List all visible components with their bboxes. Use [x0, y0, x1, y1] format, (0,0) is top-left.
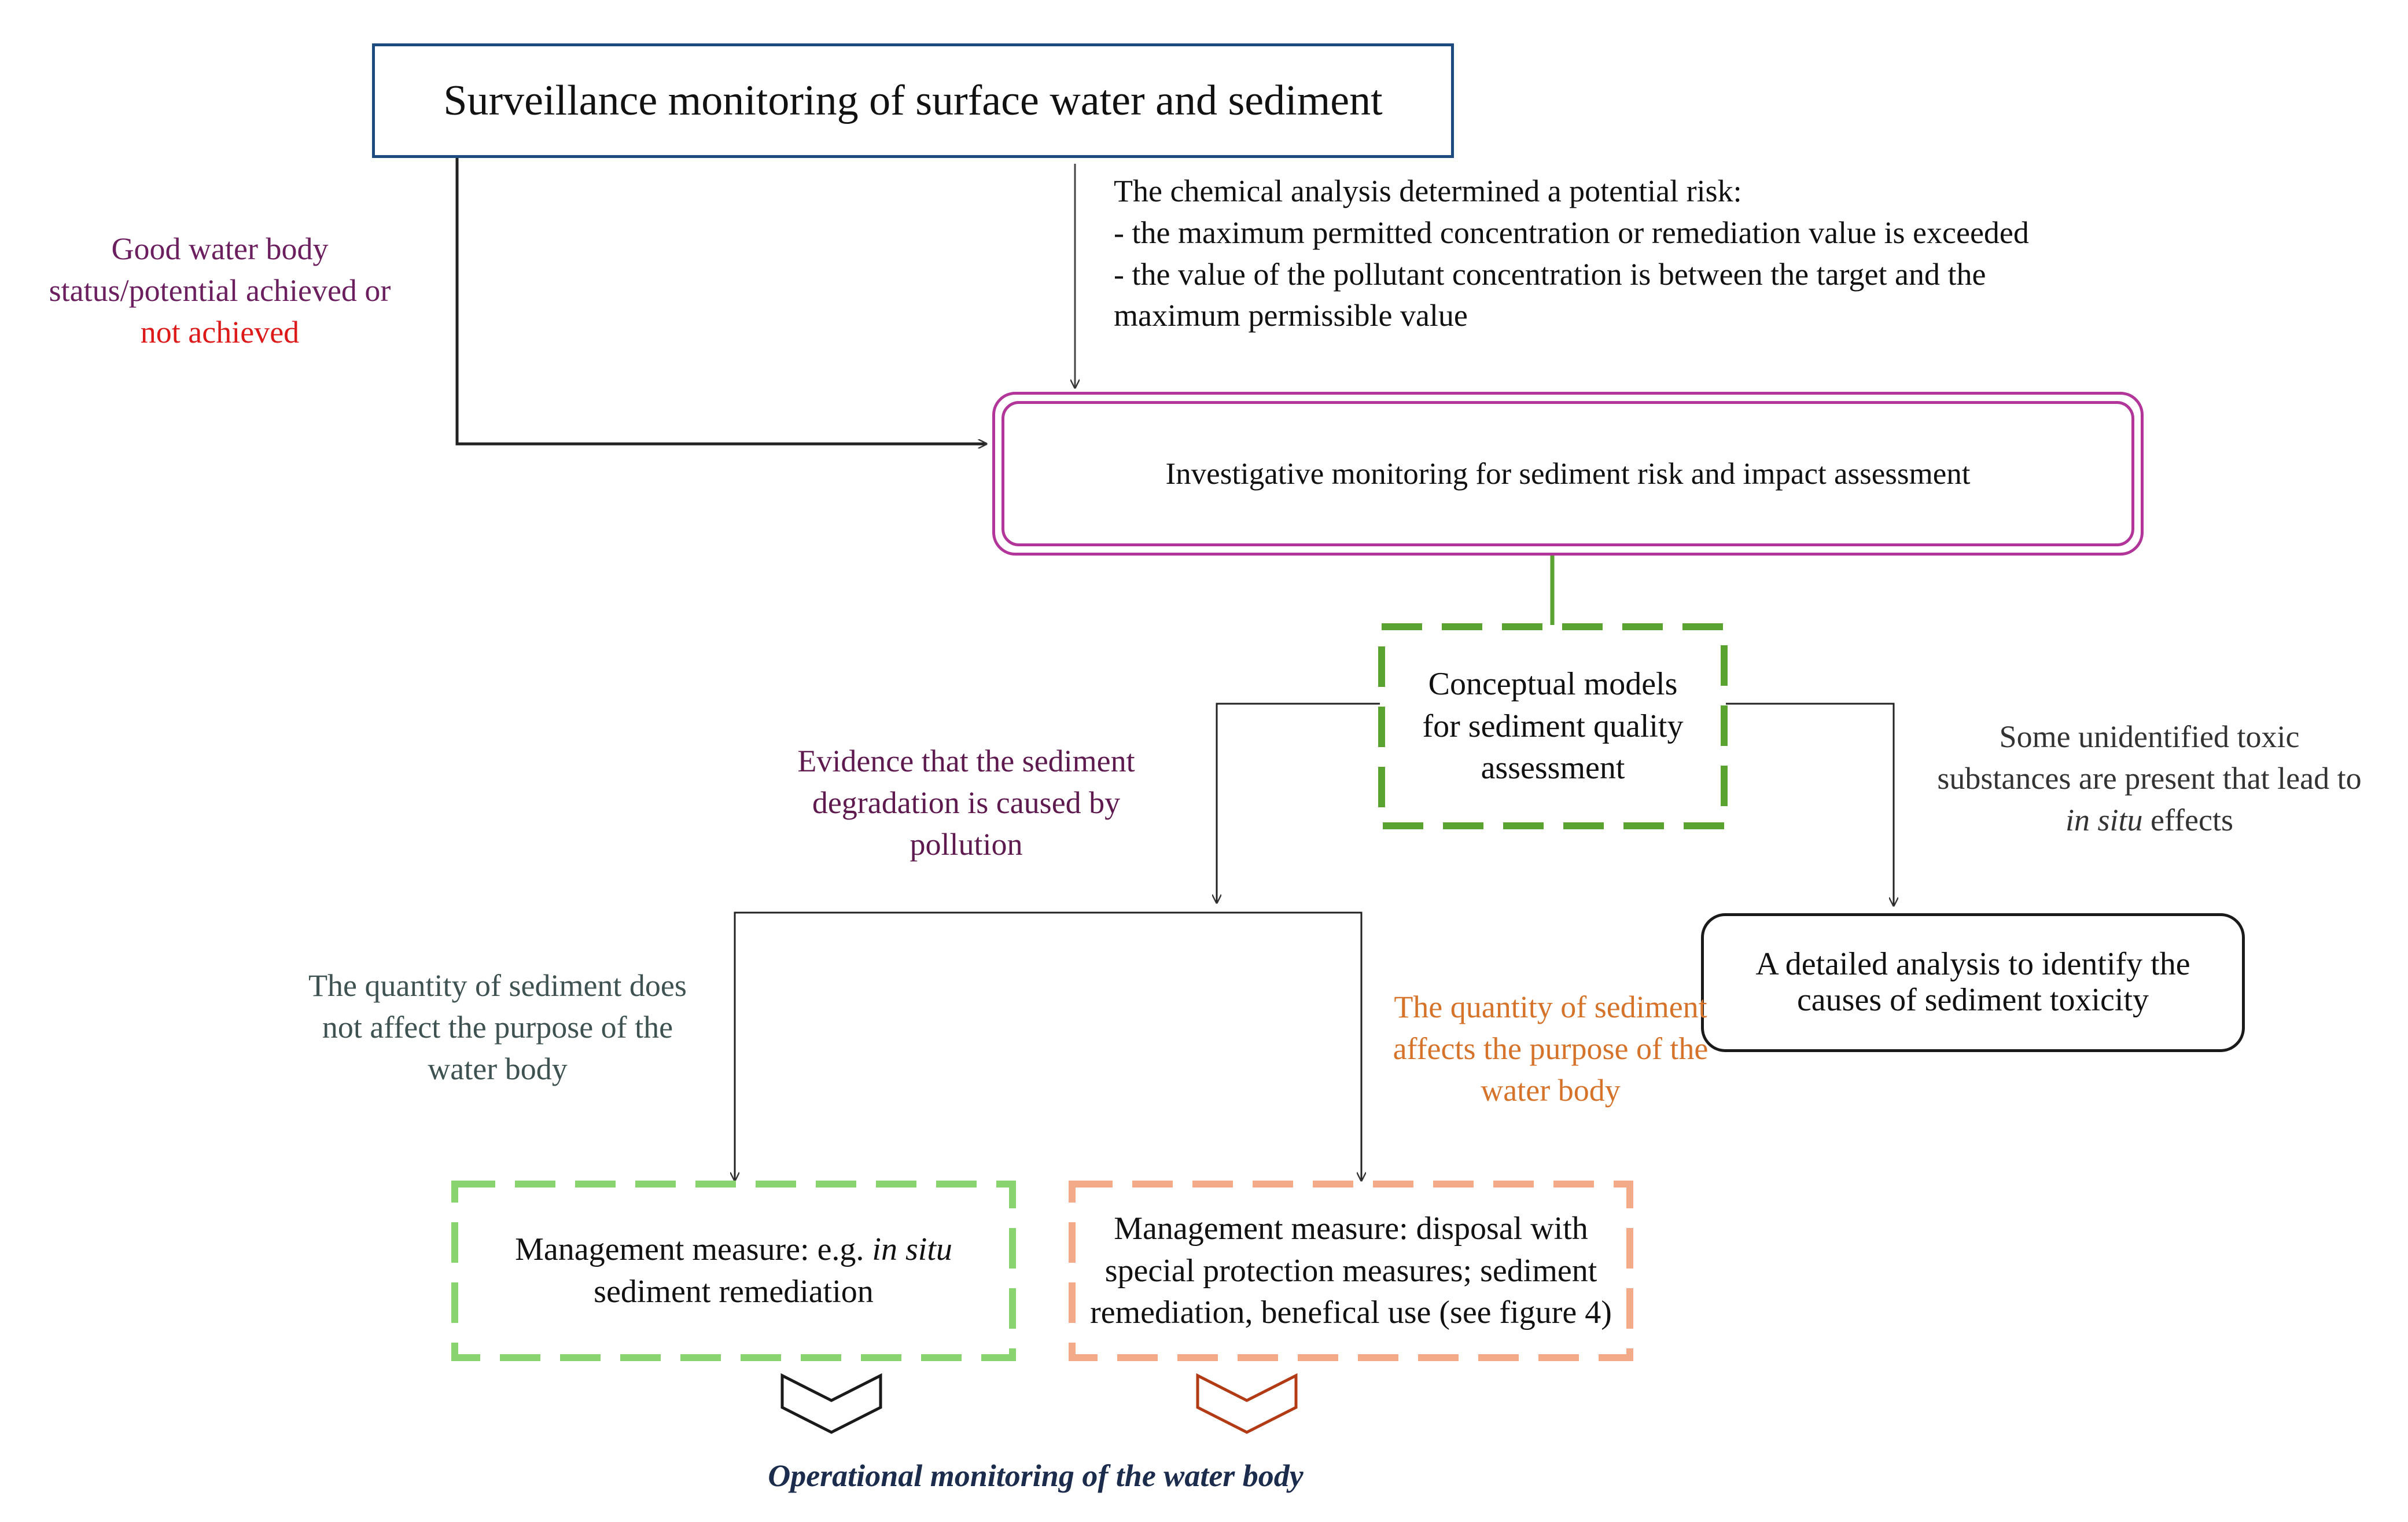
connector-good-status [455, 158, 986, 444]
mgmt-disposal-dashed-border [1069, 1181, 1633, 1361]
chemical-risk-line-1: The chemical analysis determined a poten… [1114, 174, 1742, 208]
quantity-affects-label: The quantity of sediment affects the pur… [1393, 990, 1709, 1108]
conceptual-models-text: Conceptual models for sediment quality a… [1422, 666, 1684, 786]
detailed-analysis-text: A detailed analysis to identify the caus… [1755, 946, 2190, 1018]
chevron-down-icon [1196, 1373, 1298, 1434]
operational-monitoring-label: Operational monitoring of the water body [768, 1458, 1304, 1493]
chemical-risk-line-3: - the value of the pollutant concentrati… [1114, 256, 1986, 333]
management-in-situ-box: Management measure: e.g. in situ sedimen… [453, 1182, 1014, 1359]
not-achieved-text: not achieved [140, 314, 300, 350]
unidentified-toxic-label: Some unidentified toxic substances are p… [1932, 716, 2366, 841]
investigative-monitoring-box: Investigative monitoring for sediment ri… [992, 392, 2144, 556]
management-in-situ-prefix: Management measure: e.g. [515, 1231, 872, 1268]
unidentified-italic: in situ [2065, 802, 2143, 837]
management-in-situ-text: Management measure: e.g. in situ sedimen… [496, 1229, 971, 1313]
surveillance-monitoring-box: Surveillance monitoring of surface water… [372, 43, 1454, 158]
management-in-situ-italic: in situ [872, 1231, 952, 1268]
evidence-label: Evidence that the sediment degradation i… [797, 744, 1135, 862]
surveillance-monitoring-text: Surveillance monitoring of surface water… [443, 76, 1383, 124]
good-status-text: Good water body status/potential achieve… [49, 231, 391, 308]
connector-conceptual-right [1726, 703, 1894, 906]
connector-split [734, 911, 1361, 1181]
chemical-risk-label: The chemical analysis determined a poten… [1114, 171, 2109, 337]
management-disposal-text: Management measure: disposal with specia… [1090, 1210, 1612, 1331]
detailed-analysis-box: A detailed analysis to identify the caus… [1701, 913, 2245, 1052]
conceptual-dashed-border [1378, 623, 1728, 829]
unidentified-prefix: Some unidentified toxic substances are p… [1937, 719, 2362, 796]
good-status-label: Good water body status/potential achieve… [17, 229, 422, 353]
mgmt-in-situ-dashed-border [451, 1181, 1016, 1361]
chemical-risk-line-2: - the maximum permitted concentration or… [1114, 215, 2029, 250]
unidentified-suffix: effects [2142, 802, 2233, 837]
management-in-situ-suffix: sediment remediation [594, 1274, 874, 1310]
investigative-monitoring-text: Investigative monitoring for sediment ri… [1165, 457, 1971, 491]
connector-conceptual-left [1217, 703, 1380, 903]
conceptual-models-box: Conceptual models for sediment quality a… [1380, 625, 1726, 828]
chevron-down-icon [780, 1373, 882, 1434]
quantity-not-affect-label: The quantity of sediment does not affect… [308, 968, 687, 1086]
management-disposal-box: Management measure: disposal with specia… [1070, 1182, 1632, 1359]
